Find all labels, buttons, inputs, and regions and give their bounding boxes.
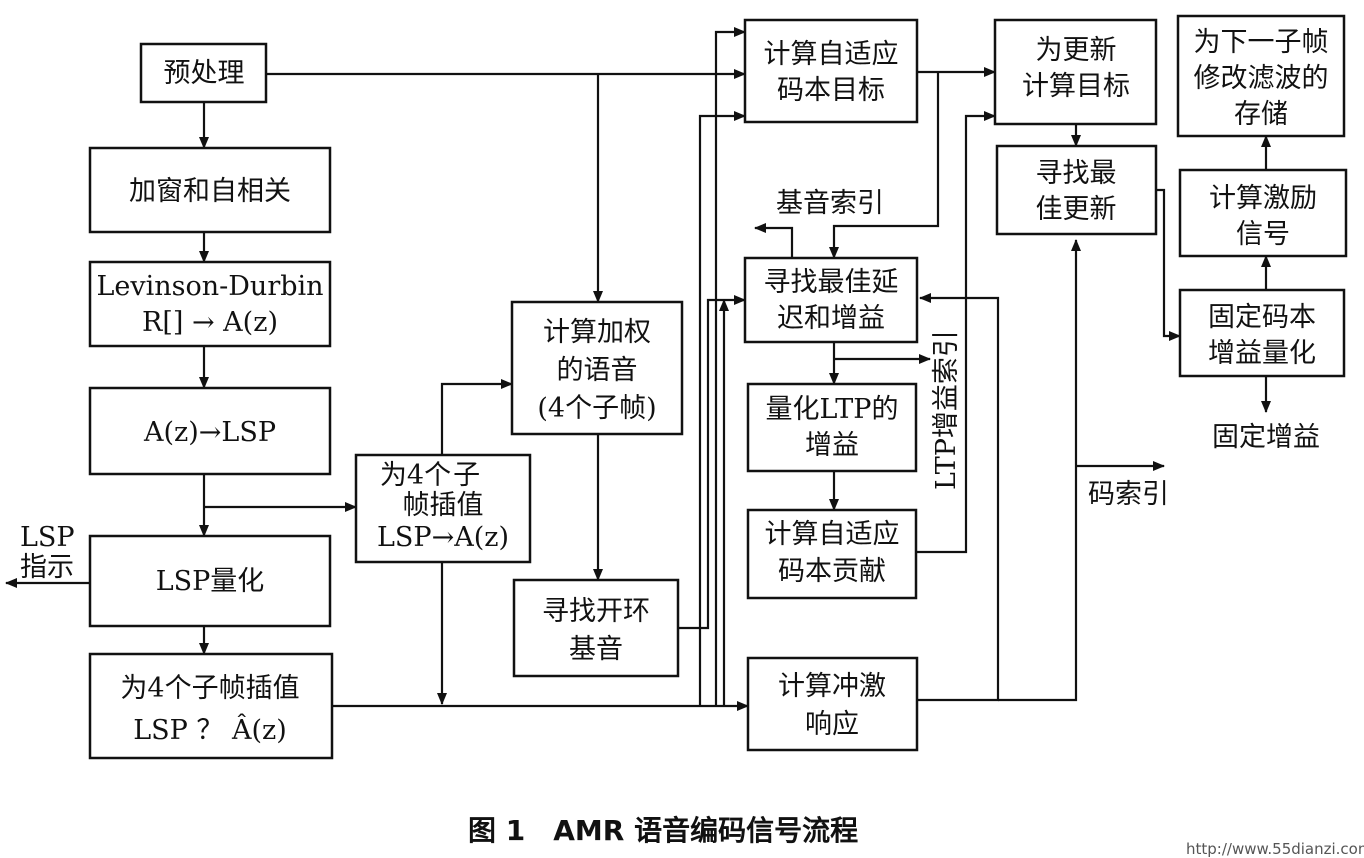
node-excitation: 计算激励信号 [1209, 183, 1317, 250]
node-box-quant-ltp [746, 382, 918, 473]
node-box-fixed-gain [1178, 288, 1346, 378]
node-best-delay-gain: 寻找最佳延迟和增益 [764, 267, 899, 334]
node-window-autocorr: 加窗和自相关 [129, 176, 291, 207]
figure-caption: 图 1 AMR 语音编码信号流程 [468, 814, 858, 847]
label-fixed-gain: 固定增益 [1212, 422, 1320, 453]
edge-contrib-update [917, 111, 996, 554]
node-box-weighted [510, 300, 684, 436]
node-best-update: 寻找最佳更新 [1036, 158, 1117, 225]
node-box-interp-q [88, 652, 334, 760]
node-box-interp-u [354, 453, 532, 564]
edge-impulse-bestupdate [998, 239, 1081, 702]
edge-bus-adaptive-target-1 [714, 27, 746, 706]
node-quant-ltp-gain: 量化LTP的增益 [766, 394, 899, 461]
node-box-excitation [1178, 168, 1348, 258]
node-az-to-lsp: A(z)→LSP [143, 417, 276, 448]
node-box-levinson [88, 260, 332, 348]
edge-adaptive-bestdelay [829, 72, 940, 259]
node-box-window [88, 146, 332, 234]
connectors [5, 27, 1271, 711]
node-filter-memory: 为下一子帧修改滤波的存储 [1194, 27, 1329, 130]
label-ltp-gain-index: LTP增益索引 [931, 330, 962, 490]
label-code-index: 码索引 [1088, 479, 1169, 510]
node-adaptive-contrib: 计算自适应码本贡献 [765, 519, 900, 587]
node-update-target: 为更新计算目标 [1022, 35, 1130, 102]
node-box-openloop [512, 578, 680, 678]
watermark: http://www.55dianzi.com [1186, 840, 1364, 858]
node-impulse-response: 计算冲激响应 [778, 671, 886, 740]
edge-openloop-bestdelay [678, 295, 746, 630]
edge-bus-adaptive-target-2 [698, 111, 746, 706]
node-box-best-update [995, 144, 1158, 236]
node-lsp-quant: LSP量化 [156, 566, 265, 597]
node-box-best-delay [743, 256, 919, 344]
node-adaptive-target: 计算自适应码本目标 [764, 39, 899, 106]
node-box-az-lsp [88, 386, 332, 476]
node-box-update-target [993, 18, 1158, 126]
boxes [88, 14, 1348, 760]
node-box-filter-memory [1176, 14, 1346, 138]
node-preprocess: 预处理 [164, 58, 245, 89]
node-box-lsp-quant [88, 534, 332, 628]
label-pitch-index: 基音索引 [776, 188, 884, 219]
node-box-preprocess [139, 42, 268, 104]
node-weighted-speech: 计算加权的语音(4个子帧) [537, 317, 656, 424]
node-box-impulse [746, 656, 919, 752]
node-box-adaptive-target [743, 18, 919, 124]
edge-bestupdate-fixedgain [1156, 188, 1181, 341]
edge-impulse-bestdelay [917, 293, 1000, 702]
edge-bestdelay-pitchindex [754, 223, 794, 258]
node-open-loop-pitch: 寻找开环基音 [542, 596, 650, 665]
node-fixed-gain-quant: 固定码本增益量化 [1208, 302, 1316, 369]
edge-interpu-weighted [440, 379, 513, 455]
node-box-adaptive-contrib [746, 508, 918, 600]
